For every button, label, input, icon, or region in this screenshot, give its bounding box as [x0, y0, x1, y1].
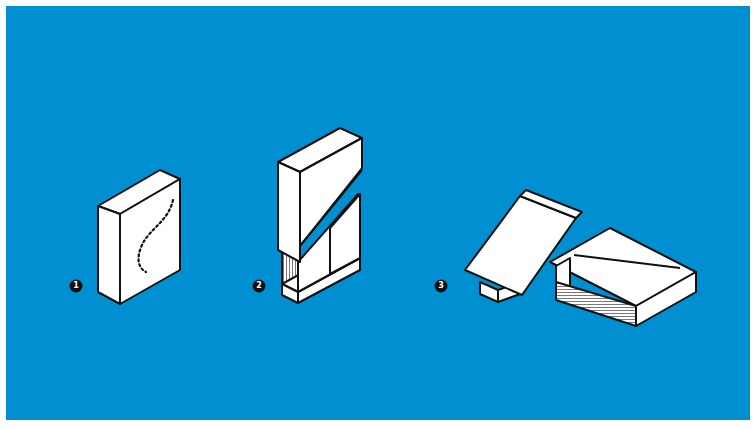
callout-number: 2 — [253, 280, 265, 292]
callout-disc — [70, 280, 448, 293]
callout-number: 1 — [70, 280, 82, 292]
closed-box — [98, 170, 180, 304]
callout-number: 3 — [435, 280, 447, 292]
opening-box — [278, 128, 362, 303]
opened-box — [465, 190, 696, 326]
background — [6, 6, 750, 420]
